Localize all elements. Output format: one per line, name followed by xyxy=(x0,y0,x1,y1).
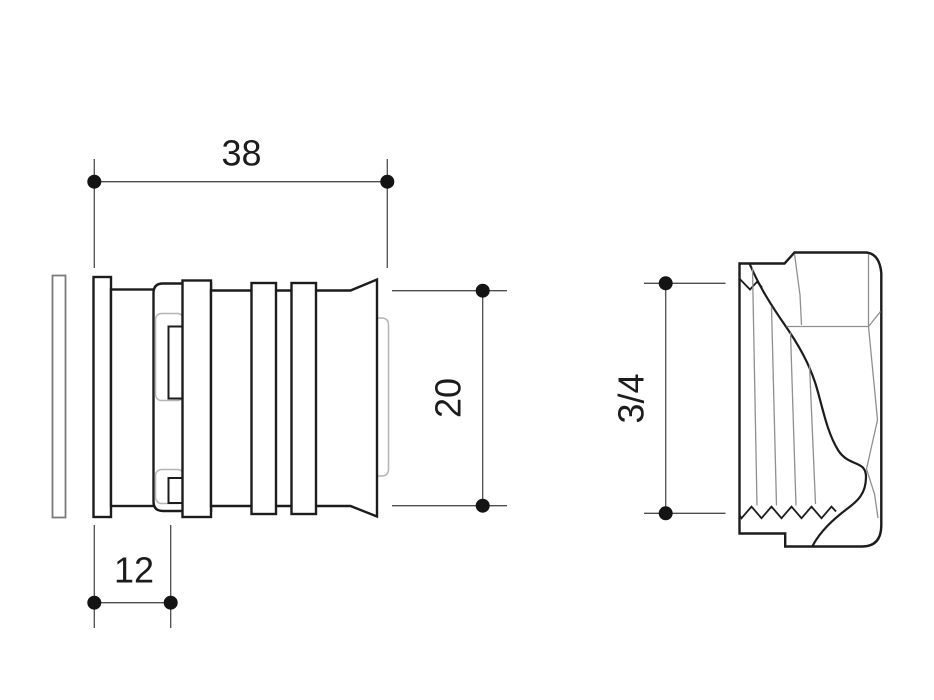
dimension-endpoint-dot xyxy=(87,595,102,610)
dimension-pipe-diameter: 20 xyxy=(392,283,507,513)
dimension-insertion-depth: 12 xyxy=(87,525,178,628)
fitting-side-view xyxy=(51,274,390,519)
nut-cutaway-view xyxy=(738,251,883,548)
washer-ring xyxy=(51,274,67,519)
dimension-label-38: 38 xyxy=(221,133,261,174)
sleeve-collar xyxy=(181,279,213,519)
dimension-label-12: 12 xyxy=(114,550,154,591)
dimension-thread-size: 3/4 xyxy=(610,276,726,521)
hex-facet-line xyxy=(793,253,803,326)
thread-notch-top xyxy=(739,278,763,291)
thread-helix-line xyxy=(808,364,817,505)
barrel-rib-1 xyxy=(250,281,278,516)
dimension-label-20: 20 xyxy=(427,378,468,418)
fitting-body-section xyxy=(109,288,156,508)
inner-insert xyxy=(376,317,390,477)
dimension-label-3-4: 3/4 xyxy=(610,373,651,423)
dimension-endpoint-dot xyxy=(475,498,490,513)
cutaway-break-curve xyxy=(748,263,868,547)
fitting-flange xyxy=(92,275,113,519)
dimension-endpoint-dot xyxy=(658,276,673,291)
dimension-endpoint-dot xyxy=(380,174,395,189)
dimension-endpoint-dot xyxy=(475,283,490,298)
thread-helix-line xyxy=(789,332,797,506)
dimension-endpoint-dot xyxy=(658,506,673,521)
thread-helix-line xyxy=(770,306,778,506)
inspection-window-top xyxy=(167,325,185,400)
hex-facet-line xyxy=(867,311,882,327)
dimension-overall-length: 38 xyxy=(87,133,395,268)
dimension-endpoint-dot xyxy=(87,174,102,189)
thread-helix-line xyxy=(751,268,758,506)
hex-facet-line xyxy=(865,326,879,470)
dimension-endpoint-dot xyxy=(163,595,178,610)
thread-zigzag-bottom xyxy=(739,505,837,520)
barrel-rib-2 xyxy=(290,281,318,516)
hex-facet-line xyxy=(865,468,879,519)
inspection-window-bottom xyxy=(167,477,185,504)
